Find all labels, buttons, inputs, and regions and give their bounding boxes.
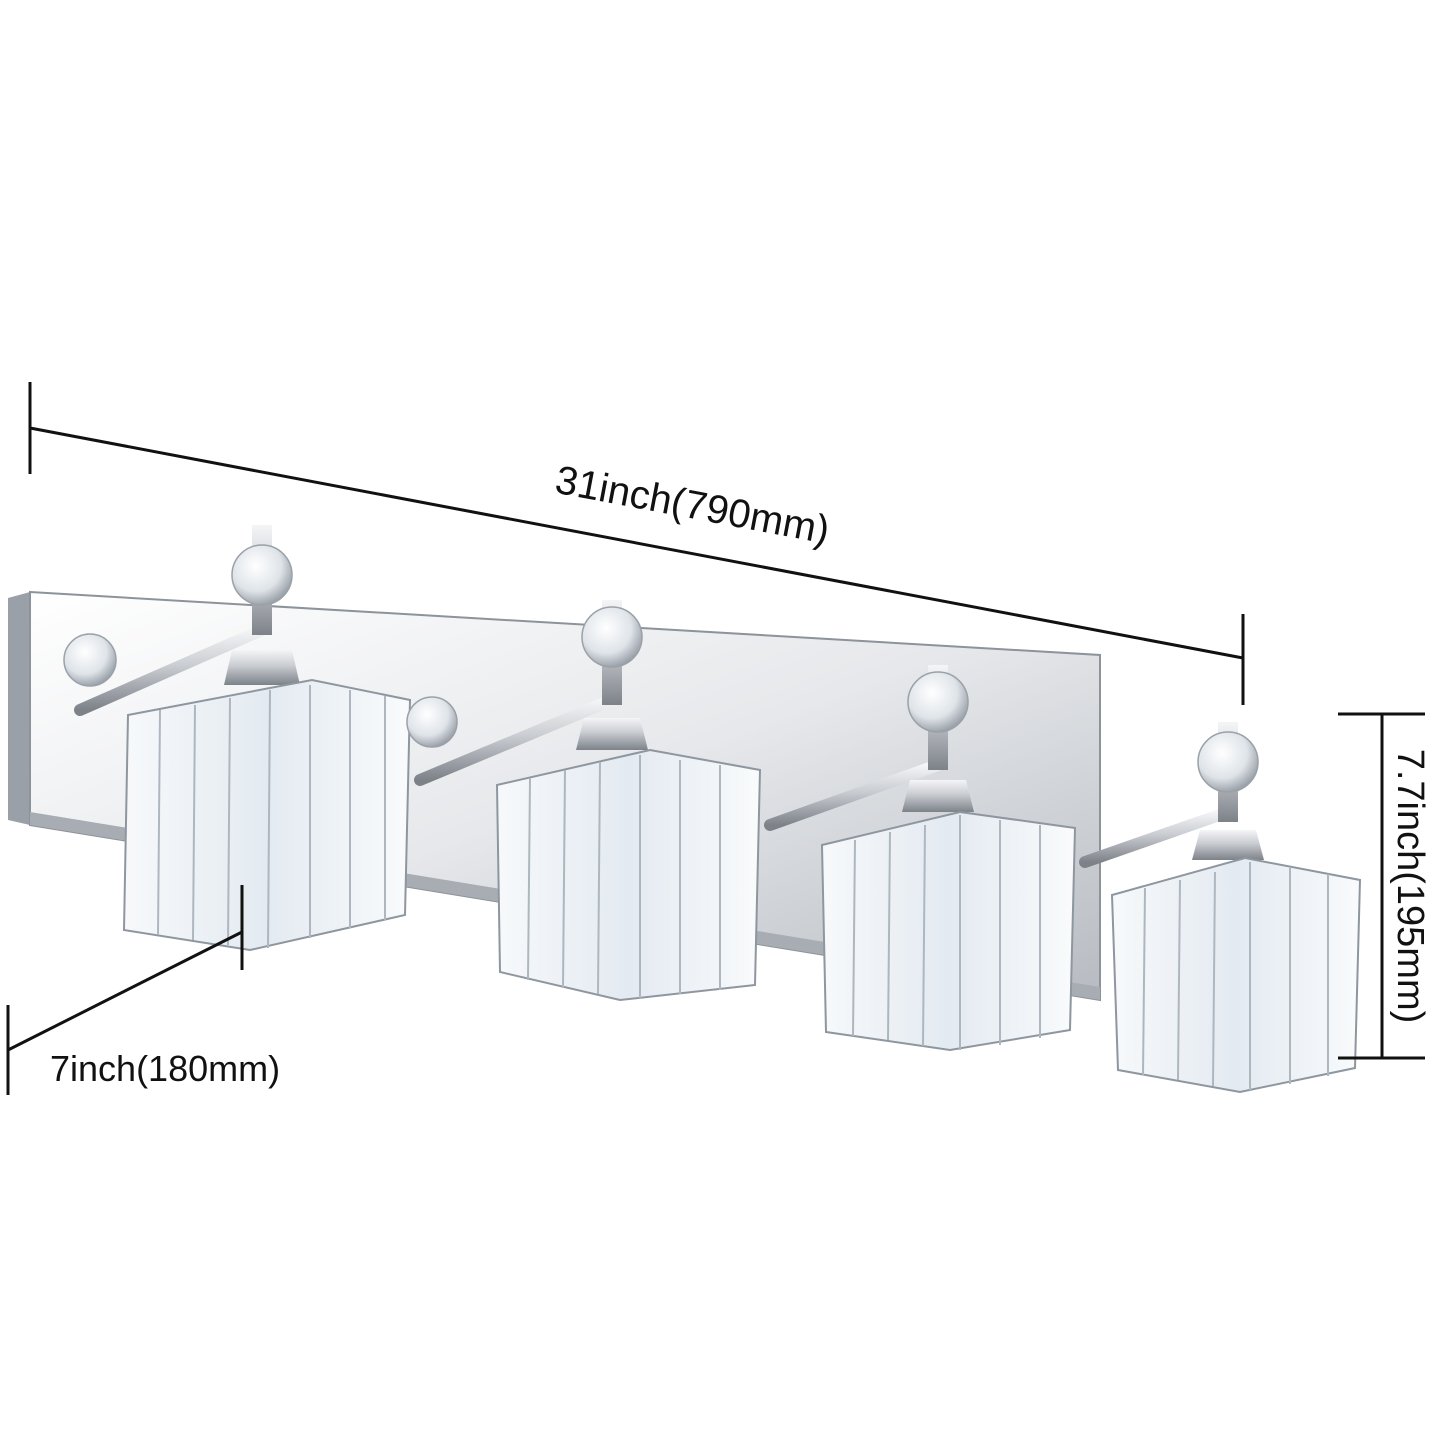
- depth-label: 7inch(180mm): [50, 1048, 280, 1089]
- height-label: 7.7inch(195mm): [1389, 749, 1431, 1024]
- shade-3: [764, 665, 1077, 1052]
- shade-1: [63, 525, 412, 952]
- shade-4: [1079, 722, 1362, 1094]
- height-dimension: [1338, 712, 1425, 1060]
- width-dimension: [28, 382, 1245, 705]
- width-label: 31inch(790mm): [552, 458, 833, 553]
- shade-2: [406, 600, 762, 1002]
- depth-dimension: [6, 885, 244, 1095]
